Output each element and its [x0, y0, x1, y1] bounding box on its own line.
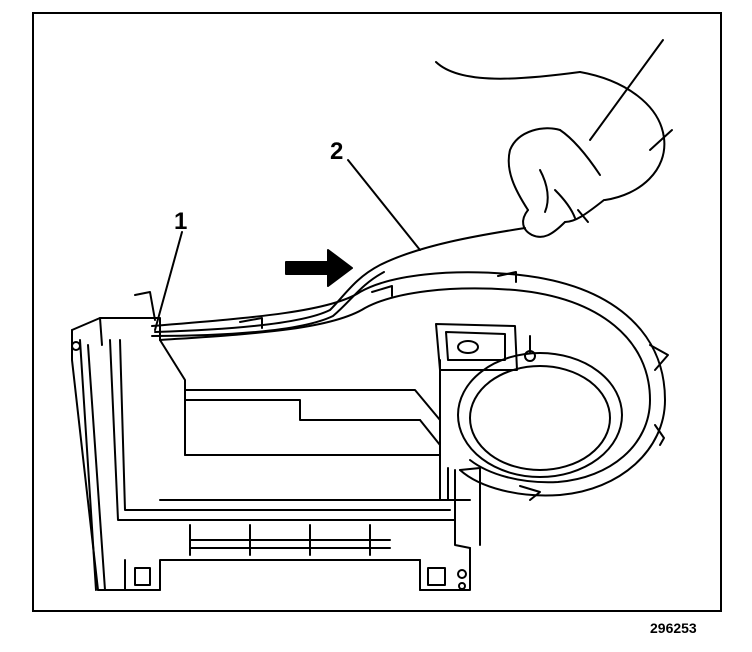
callout-1-leader: [154, 231, 183, 331]
callout-2-label: 2: [330, 138, 344, 165]
hand-illustration: [435, 39, 673, 238]
cable: [151, 227, 526, 337]
callout-1-label: 1: [174, 208, 188, 235]
hvac-housing: [71, 271, 669, 591]
figure-id: 296253: [650, 620, 697, 636]
callout-2-leader: [347, 159, 421, 251]
figure-frame: [32, 12, 722, 612]
direction-arrow: [285, 249, 353, 287]
